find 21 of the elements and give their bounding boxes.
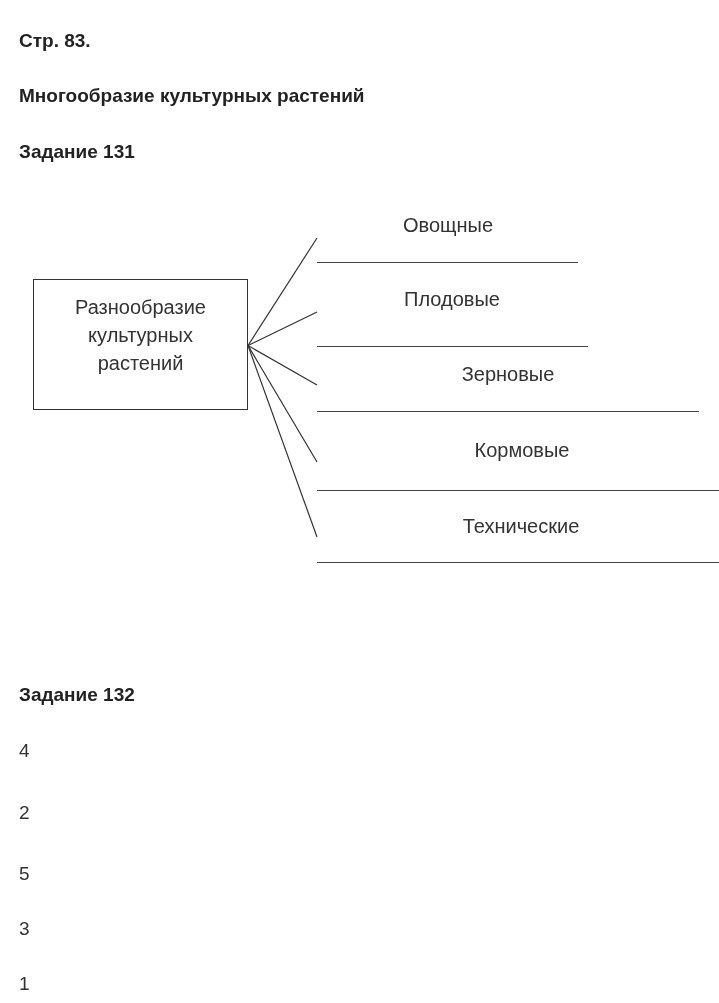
answer-line: Зерновые [317,363,699,412]
answer-number: 5 [19,863,30,885]
task-heading: Задание 132 [19,684,135,706]
answer-number: 1 [19,973,30,995]
answer-line: Овощные [317,214,578,263]
answer-number: 4 [19,740,30,762]
answer-number: 2 [19,802,30,824]
page-title: Многообразие культурных растений [19,85,365,107]
answer-line: Кормовые [317,439,719,491]
concept-box [33,279,248,410]
connector-line [247,237,318,347]
task-heading: Задание 131 [19,141,135,163]
connector-line [247,344,318,386]
box-text: Разнообразие культурных растений [74,294,207,376]
connector-line [247,311,318,347]
connector-line [247,344,318,463]
connector-line [247,344,318,538]
answer-number: 3 [19,918,30,940]
answer-line: Плодовые [317,288,588,347]
page-number: Стр. 83. [19,30,91,52]
answer-line: Технические [317,515,719,563]
